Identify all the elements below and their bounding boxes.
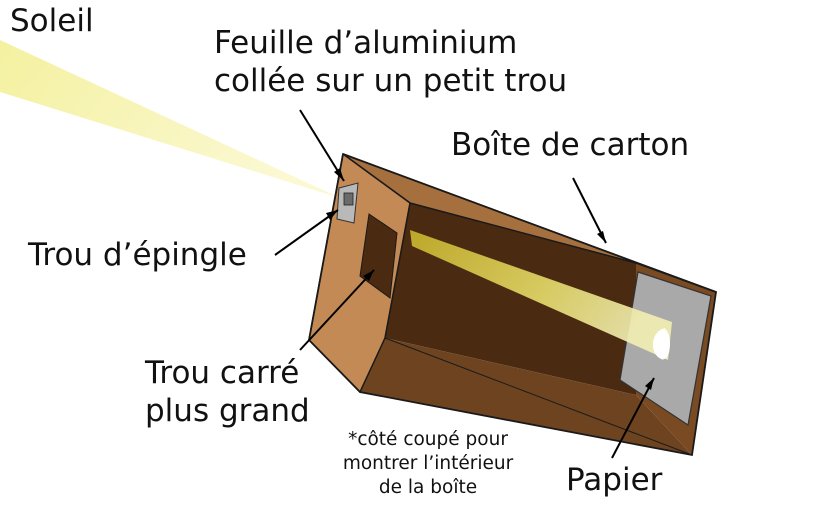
box-interior-floor <box>360 338 692 455</box>
label-aluminum-foil-line2: collée sur un petit trou <box>214 63 568 99</box>
label-aluminum-foil-line1: Feuille d’aluminium <box>214 25 518 61</box>
sunlight-beam <box>0 40 340 198</box>
label-square-hole-line2: plus grand <box>145 393 310 429</box>
projected-image <box>652 328 666 360</box>
cutaway-note: *côté coupé pour montrer l’intérieur de … <box>326 428 530 500</box>
label-aluminum-foil: Feuille d’aluminium collée sur un petit … <box>214 24 567 100</box>
pointer-square-hole <box>299 269 375 351</box>
label-pinhole: Trou d’épingle <box>28 237 247 273</box>
label-square-hole-line1: Trou carré <box>145 355 300 391</box>
pinhole <box>343 192 354 206</box>
label-paper: Papier <box>566 462 663 498</box>
pointer-pinhole <box>274 209 339 256</box>
inner-light-beam <box>410 230 672 360</box>
pointer-foil <box>299 109 345 182</box>
pointer-box <box>572 177 607 244</box>
cutaway-note-line2: montrer l’intérieur <box>342 453 514 474</box>
label-sun: Soleil <box>10 3 94 39</box>
label-cardboard-box: Boîte de carton <box>451 127 690 163</box>
box-outline <box>308 153 717 457</box>
label-square-hole: Trou carré plus grand <box>145 354 310 430</box>
pointer-paper <box>611 377 655 459</box>
cutaway-note-line1: *côté coupé pour <box>348 429 508 450</box>
cutaway-note-line3: de la boîte <box>378 477 478 498</box>
